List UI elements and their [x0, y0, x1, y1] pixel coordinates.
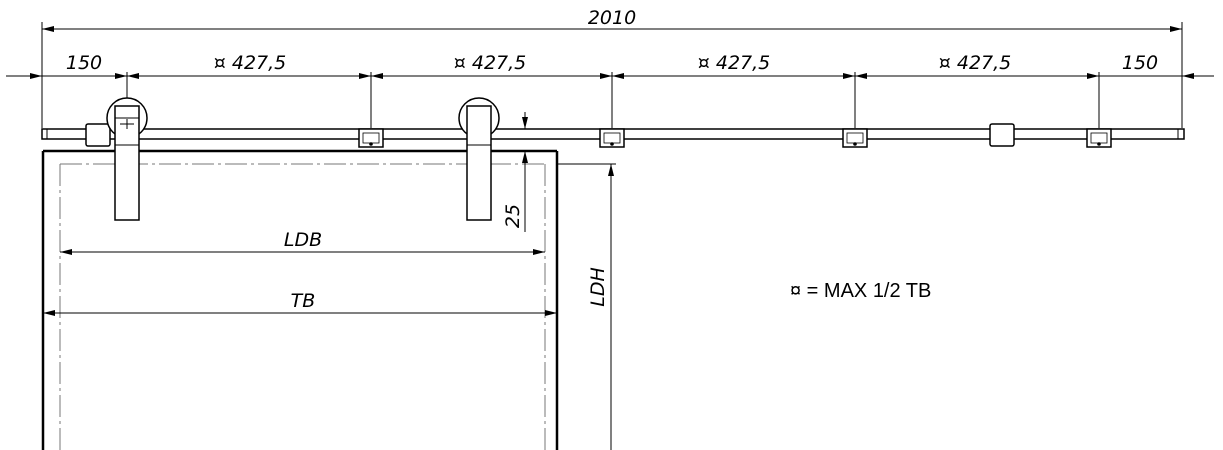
dimension-150-left-label: 150 — [66, 52, 102, 74]
rail-gap-dimension: 25 — [502, 112, 528, 232]
wall-bracket-1 — [358, 128, 384, 148]
dimension-tb-label: TB — [291, 290, 316, 312]
dimension-spacing-2-label: ¤ 427,5 — [454, 52, 527, 74]
wall-bracket-2 — [599, 128, 625, 148]
dimension-150-right-label: 150 — [1122, 52, 1158, 74]
wall-bracket-4 — [1086, 128, 1112, 148]
wall-bracket-3 — [842, 128, 868, 148]
dimension-spacing-4-label: ¤ 427,5 — [939, 52, 1012, 74]
dimension-25-label: 25 — [502, 204, 524, 228]
dimension-spacing-1-label: ¤ 427,5 — [214, 52, 287, 74]
rail-stopper-right — [989, 123, 1015, 147]
dimension-spacing-3-label: ¤ 427,5 — [698, 52, 771, 74]
overall-dimension: 2010 — [41, 7, 1183, 128]
ldb-dimension: LDB — [60, 229, 545, 255]
roller-hanger-left — [106, 97, 148, 221]
spacing-dimensions: 150 ¤ 427,5 ¤ 427,5 ¤ 427,5 ¤ 427,5 150 — [6, 52, 1214, 128]
ldh-dimension: LDH — [587, 164, 614, 450]
roller-hanger-right — [458, 97, 500, 221]
dimension-ldb-label: LDB — [284, 229, 322, 251]
spacing-note: ¤ = MAX 1/2 TB — [790, 280, 931, 302]
dimension-overall-label: 2010 — [588, 7, 636, 29]
rail-stopper-left — [85, 123, 111, 147]
dimension-ldh-label: LDH — [587, 267, 609, 307]
tb-dimension: TB — [43, 290, 557, 316]
